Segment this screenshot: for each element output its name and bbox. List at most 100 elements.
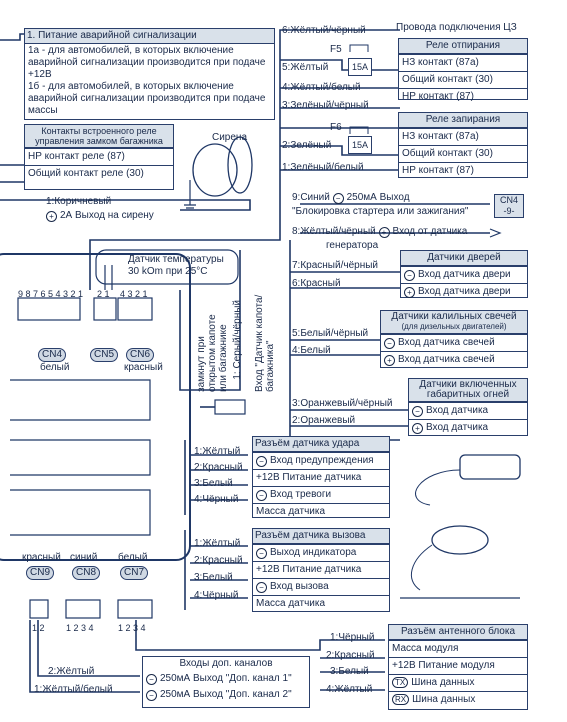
- call-r1: Выход индикатора: [270, 547, 357, 558]
- extra-title: Входы доп. каналов: [143, 657, 309, 671]
- generator-desc2: генератора: [326, 240, 379, 251]
- call-r3: Вход вызова: [270, 581, 329, 592]
- siren-wire-label: 1:Коричневый: [46, 196, 112, 207]
- minus-icon: −: [146, 690, 157, 701]
- trunk-relay-box: Контакты встроенного реле управления зам…: [24, 124, 174, 190]
- extra-r2-row: −250мА Выход "Доп. канал 2": [143, 687, 309, 703]
- lock-relay-box: Реле запирания НЗ контакт (87а) Общий ко…: [398, 112, 528, 178]
- shock-w4: 4:Чёрный: [194, 494, 239, 505]
- temp-sensor-body: [95, 249, 239, 285]
- cn4-color: белый: [40, 362, 70, 373]
- cn5-pins: 2 1: [97, 289, 110, 299]
- glow-w5: 5:Белый/чёрный: [292, 328, 369, 339]
- door-sensors-title: Датчики дверей: [401, 251, 527, 266]
- antenna-box: Разъём антенного блока Масса модуля +12В…: [388, 624, 528, 710]
- door-minus: Вход датчика двери: [418, 269, 511, 280]
- power-box-title: 1. Питание аварийной сигнализации: [25, 29, 274, 44]
- trunk-relay-title: Контакты встроенного реле управления зам…: [25, 125, 173, 148]
- cn6-color: красный: [124, 362, 163, 373]
- starter-wire: 9:Синий: [292, 192, 330, 203]
- cn4-label: CN4: [38, 348, 67, 362]
- glow-w4: 4:Белый: [292, 345, 331, 356]
- door-minus-row: −Вход датчика двери: [401, 266, 527, 283]
- shock-w3: 3:Белый: [194, 478, 233, 489]
- starter-line: 9:Синий −250мА Выход: [292, 192, 410, 204]
- temp-sensor-label: Датчик температуры: [128, 254, 224, 265]
- minus-icon: −: [332, 193, 344, 204]
- plus-icon: +: [412, 423, 423, 434]
- unlock-w6: 6:Жёлтый/чёрный: [282, 25, 366, 36]
- minus-icon: −: [256, 548, 267, 559]
- unlock-fuse: 15А: [348, 58, 372, 76]
- light-minus-row: −Вход датчика: [409, 402, 527, 419]
- shock-r2: +12В Питание датчика: [253, 469, 389, 486]
- cn4-pins: 9 8 7 6 5 4 3 2 1: [18, 289, 84, 299]
- plus-icon: +: [378, 227, 390, 238]
- cn9-pins: 1 2: [32, 623, 45, 633]
- antenna-wires: [135, 620, 385, 691]
- extra-r2: 250мА Выход "Доп. канал 2": [160, 689, 292, 700]
- antenna-r1: Масса модуля: [389, 640, 527, 657]
- trunk-relay-nr: НР контакт реле (87): [25, 148, 173, 165]
- f5-bracket: [349, 44, 369, 52]
- antenna-w4: 4:Жёлтый: [326, 684, 373, 695]
- glow-title-text: Датчики калильных свечей: [391, 311, 517, 322]
- hood-input: Вход "Датчик капота/багажника": [254, 294, 276, 392]
- shock-sensor-box: Разъём датчика удара −Вход предупреждени…: [252, 436, 390, 518]
- call-r4: Масса датчика: [253, 595, 389, 612]
- hood-switch-body: [214, 399, 246, 415]
- shock-cable: [415, 469, 461, 506]
- lock-w3: 3:Зелёный/чёрный: [282, 100, 369, 111]
- plus-icon: +: [404, 287, 415, 298]
- siren-wire: [0, 199, 251, 211]
- cn7-block: [117, 599, 153, 619]
- hood-closed-text: замкнут при открытом капоте или багажник…: [196, 314, 229, 392]
- shock-r3: Вход тревоги: [270, 489, 332, 500]
- power-box: 1. Питание аварийной сигнализации 1а - д…: [24, 28, 275, 120]
- door-wires: [290, 271, 400, 289]
- shock-r1-row: −Вход предупреждения: [253, 452, 389, 469]
- siren-output-text: 2А Выход на сирену: [60, 210, 154, 221]
- cz-trunk: [89, 29, 400, 290]
- hood-switch-wire: [179, 250, 241, 391]
- lock-w1: 1:Зелёный/белый: [282, 162, 364, 173]
- cn8-block: [65, 599, 101, 619]
- lock-relay-title: Реле запирания: [399, 113, 527, 128]
- shock-r4: Масса датчика: [253, 503, 389, 520]
- cn6-label: CN6: [126, 348, 155, 362]
- call-cable: [411, 544, 433, 591]
- door-sensors-box: Датчики дверей −Вход датчика двери +Вход…: [400, 250, 528, 298]
- cn6-block: [117, 297, 153, 321]
- f6-bracket: [349, 126, 369, 134]
- light-plus-row: +Вход датчика: [409, 419, 527, 436]
- extra-w1: 1:Жёлтый/белый: [34, 684, 113, 695]
- minus-icon: −: [146, 674, 157, 685]
- shock-r1: Вход предупреждения: [270, 455, 374, 466]
- lock-w2: 2:Зелёный: [282, 140, 332, 151]
- call-r3-row: −Вход вызова: [253, 578, 389, 595]
- generator-arrow: [489, 228, 502, 238]
- antenna-r3: Шина данных: [411, 677, 475, 688]
- minus-icon: −: [384, 338, 395, 349]
- generator-desc: Вход от датчика: [392, 226, 468, 237]
- call-r2: +12В Питание датчика: [253, 561, 389, 578]
- temp-sensor-value: 30 kOm при 25°C: [128, 266, 208, 277]
- cn9-block: [29, 599, 49, 619]
- trunk-relay-wires: [0, 164, 25, 183]
- cn8-label: CN8: [72, 566, 101, 580]
- hood-wire: 1: Серый/чёрный: [232, 300, 243, 380]
- glow-plus: Вход датчика свечей: [398, 354, 495, 365]
- cn4-tag: CN4 -9-: [494, 194, 524, 218]
- glow-minus: Вход датчика свечей: [398, 337, 495, 348]
- call-sensor-box: Разъём датчика вызова −Выход индикатора …: [252, 528, 390, 612]
- shock-r3-row: −Вход тревоги: [253, 486, 389, 503]
- power-item-a: 1а - для автомобилей, в которых включени…: [28, 45, 266, 80]
- generator-line: 8:Жёлтый/чёрный +Вход от датчика: [292, 226, 467, 238]
- call-w2: 2:Красный: [194, 555, 243, 566]
- tx-icon: TX: [392, 677, 409, 688]
- light-minus: Вход датчика: [426, 405, 489, 416]
